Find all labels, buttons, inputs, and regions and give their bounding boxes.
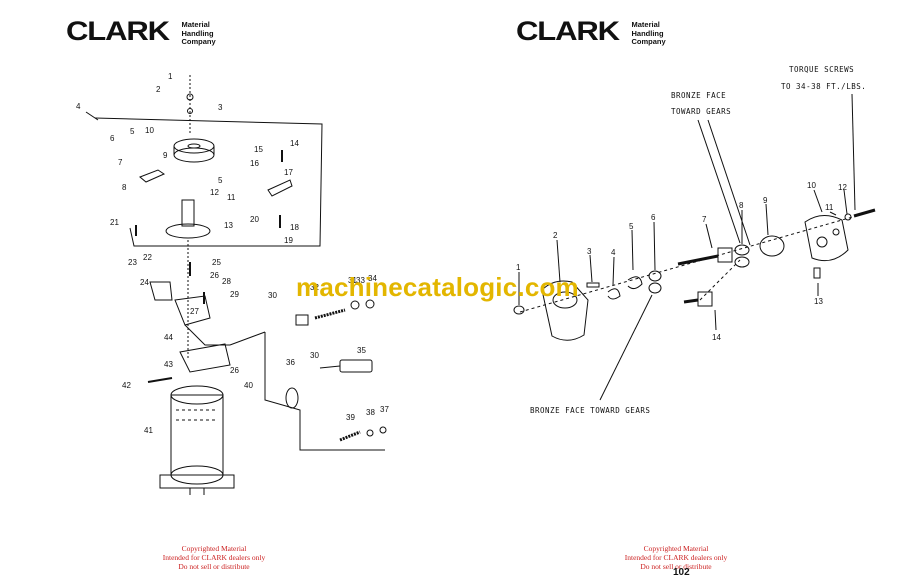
- callout-label: 28: [222, 277, 231, 286]
- bronze-face-annotation-line: BRONZE FACE: [671, 91, 726, 100]
- callout-label: 44: [164, 333, 173, 342]
- callout-label: 24: [140, 278, 149, 287]
- callout-label: 7: [118, 158, 123, 167]
- callout-label: 31: [348, 276, 357, 285]
- callout-label: 8: [739, 201, 744, 210]
- callout-label: 6: [110, 134, 115, 143]
- callout-label: 22: [143, 253, 152, 262]
- callout-label: 21: [110, 218, 119, 227]
- callout-label: 37: [380, 405, 389, 414]
- footer-line: Do not sell or distribute: [640, 562, 712, 571]
- callout-label: 5: [218, 176, 223, 185]
- callout-label: 23: [128, 258, 137, 267]
- logo-subtitle-line: Company: [631, 37, 666, 46]
- callout-label: 1: [516, 263, 521, 272]
- logo-subtitle: Material Handling Company: [631, 20, 666, 47]
- watermark: machinecatalogic.com: [296, 272, 579, 302]
- callout-label: 6: [651, 213, 656, 222]
- callout-label: 15: [254, 145, 263, 154]
- callout-label: 3: [218, 103, 223, 112]
- callout-label: 3: [587, 247, 592, 256]
- callout-label: 2: [156, 85, 161, 94]
- callout-label: 9: [163, 151, 168, 160]
- callout-label: 10: [145, 126, 154, 135]
- callout-label: 41: [144, 426, 153, 435]
- torque-annotation-line: TORQUE SCREWS: [789, 65, 854, 74]
- callout-label: 5: [130, 127, 135, 136]
- callout-label: 14: [712, 333, 721, 342]
- callout-label: 30: [268, 291, 277, 300]
- callout-label: 8: [122, 183, 127, 192]
- callout-label: 26: [230, 366, 239, 375]
- logo-subtitle: Material Handling Company: [181, 20, 216, 47]
- footer-line: Intended for CLARK dealers only: [162, 553, 266, 562]
- callout-label: 33: [356, 276, 365, 285]
- copyright-footer: Copyrighted Material Intended for CLARK …: [134, 544, 294, 571]
- callout-label: 10: [807, 181, 816, 190]
- logo-subtitle-line: Handling: [631, 28, 664, 38]
- callout-label: 13: [814, 297, 823, 306]
- footer-line: Do not sell or distribute: [178, 562, 250, 571]
- torque-annotation-line: TO 34-38 FT./LBS.: [781, 82, 866, 91]
- logo-subtitle-line: Company: [181, 37, 216, 46]
- footer-line: Intended for CLARK dealers only: [624, 553, 728, 562]
- callout-label: 9: [763, 196, 768, 205]
- callout-label: 14: [290, 139, 299, 148]
- callout-label: 27: [190, 307, 199, 316]
- callout-label: 39: [346, 413, 355, 422]
- callout-label: 38: [366, 408, 375, 417]
- callout-label: 18: [290, 223, 299, 232]
- logo-subtitle-line: Material: [181, 20, 210, 29]
- callout-label: 30: [310, 351, 319, 360]
- callout-label: 4: [76, 102, 81, 111]
- callout-label: 16: [250, 159, 259, 168]
- logo-subtitle-line: Handling: [181, 28, 214, 38]
- callout-label: 25: [212, 258, 221, 267]
- left-page: CLARK Material Handling Company: [66, 18, 389, 572]
- callout-label: 13: [224, 221, 233, 230]
- callout-label: 1: [168, 72, 173, 81]
- logo-subtitle-line: Material: [631, 20, 660, 29]
- callout-label: 7: [702, 215, 707, 224]
- clark-logo: CLARK Material Handling Company: [66, 18, 216, 47]
- footer-line: Copyrighted Material: [181, 544, 247, 553]
- callout-label: 43: [164, 360, 173, 369]
- callout-label: 42: [122, 381, 131, 390]
- callout-label: 19: [284, 236, 293, 245]
- callout-label: 35: [357, 346, 366, 355]
- callout-label: 26: [210, 271, 219, 280]
- bronze-face-annotation: BRONZE FACE TOWARD GEARS: [530, 406, 650, 415]
- callout-label: 40: [244, 381, 253, 390]
- page-number: 102: [673, 567, 690, 578]
- logo-wordmark: CLARK: [66, 16, 170, 46]
- callout-label: 11: [825, 203, 834, 212]
- right-page: CLARK Material Handling Company: [450, 0, 900, 579]
- right-exploded-diagram: 1 2 3 4 5 6 7 8 9 10 11 12 13 14 TORQUE …: [513, 65, 876, 415]
- callout-label: 12: [210, 188, 219, 197]
- footer-line: Copyrighted Material: [643, 544, 709, 553]
- callout-label: 36: [286, 358, 295, 367]
- callout-label: 20: [250, 215, 259, 224]
- callout-label: 2: [553, 231, 558, 240]
- callout-label: 29: [230, 290, 239, 299]
- left-exploded-diagram: 1 2 3 4 5 6 7 8 9 10 5 12 11 13 14 15 16…: [76, 72, 389, 495]
- callout-label: 5: [629, 222, 634, 231]
- copyright-footer: Copyrighted Material Intended for CLARK …: [596, 544, 756, 571]
- clark-logo: CLARK Material Handling Company: [516, 18, 666, 47]
- callout-label: 4: [611, 248, 616, 257]
- callout-label: 34: [368, 274, 377, 283]
- callout-label: 17: [284, 168, 293, 177]
- callout-label: 32: [310, 283, 319, 292]
- callout-label: 12: [838, 183, 847, 192]
- callout-label: 11: [227, 193, 236, 202]
- bronze-face-annotation-line: TOWARD GEARS: [671, 107, 731, 116]
- logo-wordmark: CLARK: [516, 16, 620, 46]
